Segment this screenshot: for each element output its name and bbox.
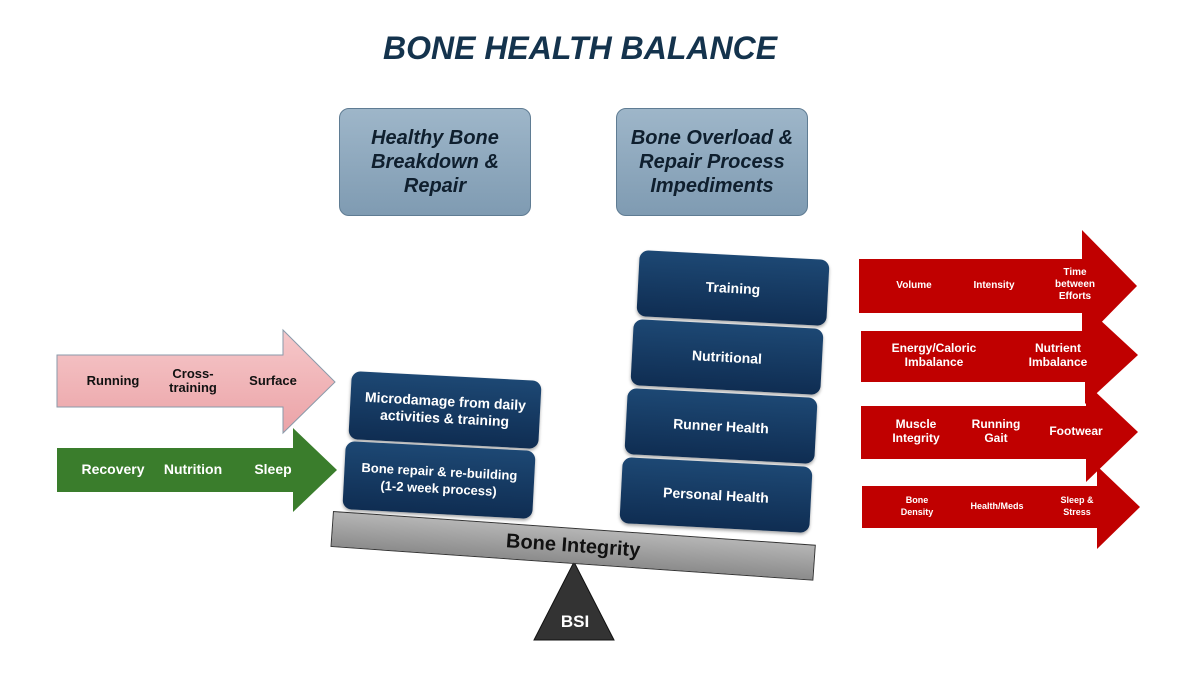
arrow-item: Surface [249,373,297,388]
arrow-runner-health [861,383,1138,482]
block-microdamage: Microdamage from daily activities & trai… [348,371,542,449]
fulcrum-label: BSI [560,612,590,631]
arrow-item: Muscle Integrity [892,417,940,445]
block-personal-health: Personal Health [619,457,813,533]
arrow-personal-health [862,466,1140,549]
block-runner-health: Runner Health [624,388,818,464]
arrow-nutritional [861,306,1138,404]
arrow-item: Footwear [1049,424,1103,438]
arrow-item: Energy/Caloric Imbalance [891,341,977,369]
arrow-item: Recovery [81,461,145,477]
arrow-item: Volume [896,280,932,291]
arrow-item: Sleep [254,461,292,477]
arrow-item: Health/Meds [970,501,1024,511]
arrow-item: Intensity [973,280,1015,291]
arrow-item: Running Gait [971,417,1021,445]
block-nutritional: Nutritional [630,319,824,395]
header-healthy-bone: Healthy Bone Breakdown & Repair [339,108,531,216]
arrow-item: Running [86,373,140,388]
beam-label: Bone Integrity [505,529,642,562]
header-bone-overload: Bone Overload & Repair Process Impedimen… [616,108,808,216]
arrow-item: Sleep & Stress [1060,495,1094,517]
block-bone-repair: Bone repair & re-building (1-2 week proc… [342,441,536,519]
page-title: BONE HEALTH BALANCE [382,30,778,66]
arrow-recovery-factors [57,428,337,512]
arrow-item: Nutrient Imbalance [1028,341,1088,369]
arrow-item: Nutrition [163,461,223,477]
arrow-item: Bone Density [900,495,934,517]
arrow-load-factors [56,328,336,435]
arrow-item: Time between Efforts [1054,267,1095,302]
arrow-training [859,230,1137,342]
block-training: Training [636,250,830,326]
fulcrum-triangle [533,560,615,641]
arrow-item: Cross-training [169,366,217,395]
